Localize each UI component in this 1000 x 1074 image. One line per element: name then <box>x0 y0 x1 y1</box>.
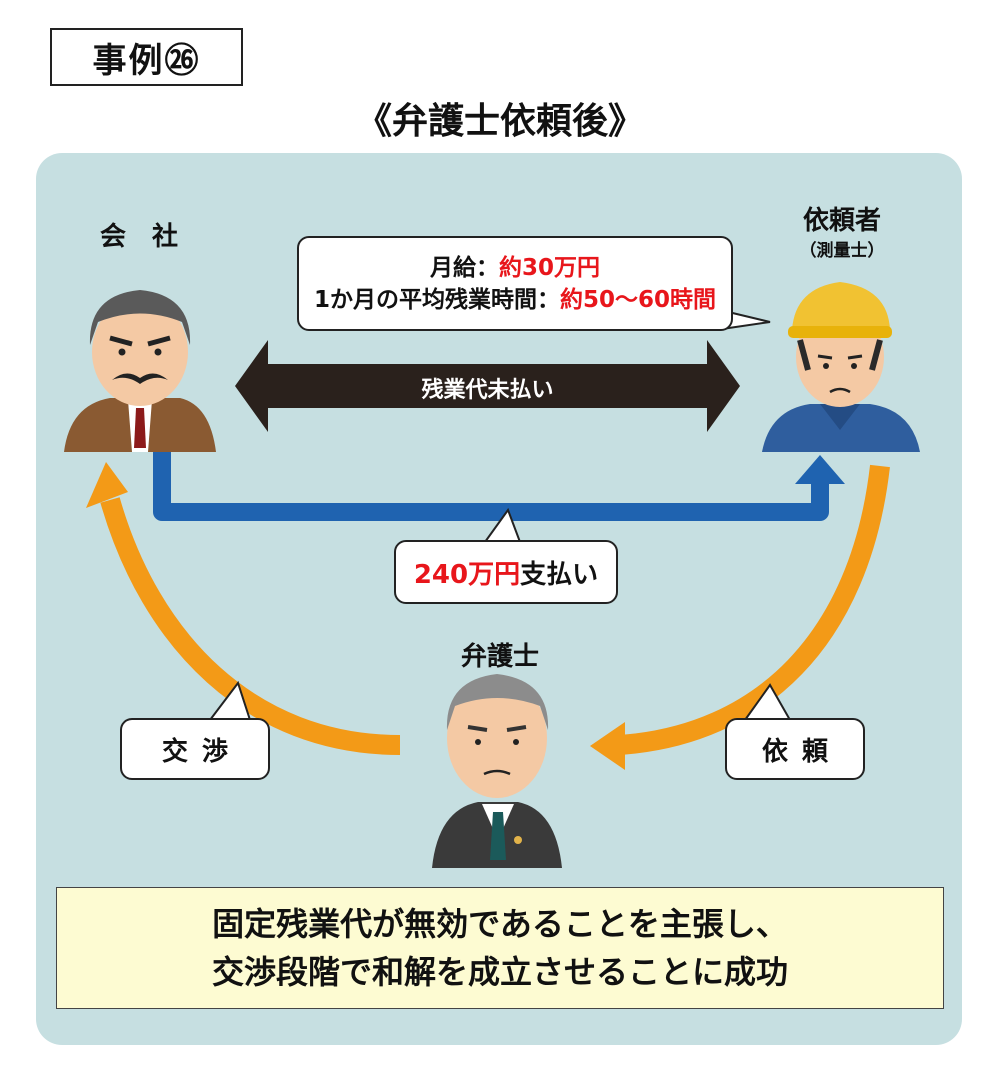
salary-speech-bubble: 月給：約30万円 1か月の平均残業時間：約50〜60時間 <box>297 236 733 331</box>
overtime-line: 1か月の平均残業時間：約50〜60時間 <box>314 284 716 316</box>
summary-line-1: 固定残業代が無効であることを主張し、 <box>212 905 788 943</box>
page-title: 《弁護士依頼後》 <box>355 101 644 142</box>
salary-prefix: 月給： <box>429 254 499 281</box>
payment-line: 240万円支払い <box>414 554 598 591</box>
negotiation-arrow <box>100 497 401 755</box>
payment-suffix: 支払い <box>520 559 599 590</box>
client-label: 依頼者 <box>802 206 881 236</box>
lawyer-person-icon <box>432 674 562 868</box>
company-person-icon <box>64 290 216 452</box>
case-label: 事例㉖ <box>50 28 243 86</box>
payment-amount: 240万円 <box>413 559 521 590</box>
payment-bubble: 240万円支払い <box>394 540 618 604</box>
payment-arrowhead <box>795 455 845 484</box>
request-bubble: 依頼 <box>725 718 865 780</box>
summary-line-2: 交渉段階で和解を成立させることに成功 <box>211 953 788 991</box>
request-label: 依頼 <box>761 736 842 767</box>
salary-line: 月給：約30万円 <box>430 252 600 284</box>
payment-path <box>153 452 829 521</box>
salary-value: 約30万円 <box>498 254 600 281</box>
negotiation-label: 交渉 <box>161 736 242 767</box>
client-person-icon <box>762 282 920 452</box>
unpaid-double-arrow <box>235 340 740 432</box>
request-arrow <box>619 464 890 755</box>
company-label: 会 社 <box>99 222 178 252</box>
client-sublabel: （測量士） <box>799 241 885 261</box>
lawyer-label: 弁護士 <box>460 642 539 672</box>
overtime-value: 約50〜60時間 <box>560 286 717 313</box>
negotiation-bubble: 交渉 <box>120 718 270 780</box>
request-arrowhead <box>590 722 625 770</box>
summary-box: 固定残業代が無効であることを主張し、 交渉段階で和解を成立させることに成功 <box>56 887 944 1009</box>
unpaid-arrow-label: 残業代未払い <box>421 378 554 403</box>
negotiation-arrowhead <box>86 462 128 508</box>
overtime-prefix: 1か月の平均残業時間： <box>313 286 560 313</box>
